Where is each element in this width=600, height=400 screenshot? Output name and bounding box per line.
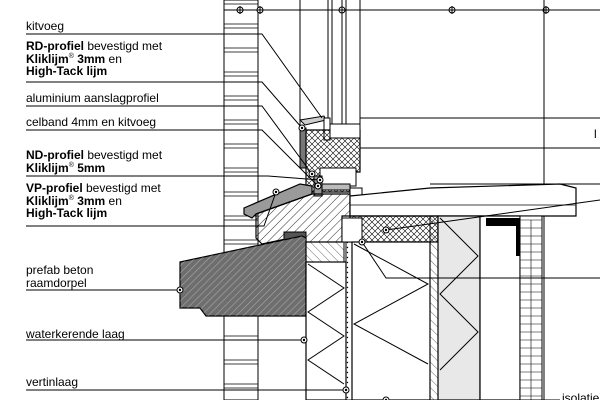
label-prefab-beton: prefab beton raamdorpel <box>26 263 94 290</box>
label-bottom-fragment: isolatie <box>562 391 600 400</box>
leader-lines <box>26 33 600 400</box>
label-waterkerende-laag: waterkerende laag <box>26 327 125 341</box>
leader-dots <box>176 124 390 400</box>
wall-construction <box>305 215 543 400</box>
label-vertinlaag: vertinlaag <box>26 375 79 389</box>
label-kitvoeg: kitvoeg <box>26 19 65 33</box>
label-nd-profiel: ND-profiel bevestigd met Kliklijm® 5mm <box>26 148 163 175</box>
label-vp-profiel: VP-profiel bevestigd met Kliklijm® 3mm e… <box>26 181 161 220</box>
concrete-sill <box>179 235 307 317</box>
brick-masonry <box>223 0 259 400</box>
label-right-fragment: l <box>594 127 597 141</box>
label-rd-profiel: RD-profiel bevestigd met Kliklijm® 3mm e… <box>26 39 163 78</box>
label-aluminium-aanslagprofiel: aluminium aanslagprofiel <box>26 91 159 105</box>
label-celband: celband 4mm en kitvoeg <box>26 115 157 129</box>
aluminium-stop-profile <box>298 115 331 169</box>
interior-window-board <box>349 183 577 217</box>
wall-lines <box>257 0 301 400</box>
